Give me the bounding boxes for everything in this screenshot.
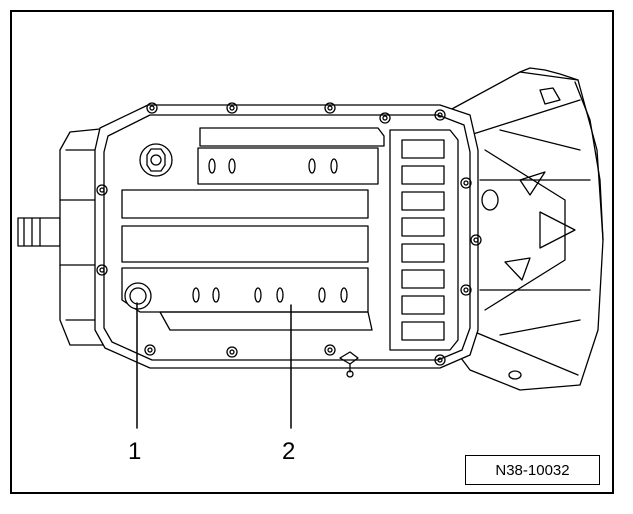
drain-plug	[124, 282, 152, 310]
rear-housing	[449, 67, 604, 391]
callout-2: 2	[282, 438, 296, 465]
figure-id-label: N38-10032	[465, 455, 600, 485]
input-shaft	[17, 217, 61, 247]
main-case	[94, 104, 479, 369]
oil-pan-cover	[121, 127, 459, 351]
perimeter-bolts	[96, 102, 482, 366]
breather	[339, 351, 359, 378]
pan-slots	[192, 158, 348, 303]
callout-1: 1	[128, 438, 142, 465]
filler-plug	[139, 143, 173, 177]
